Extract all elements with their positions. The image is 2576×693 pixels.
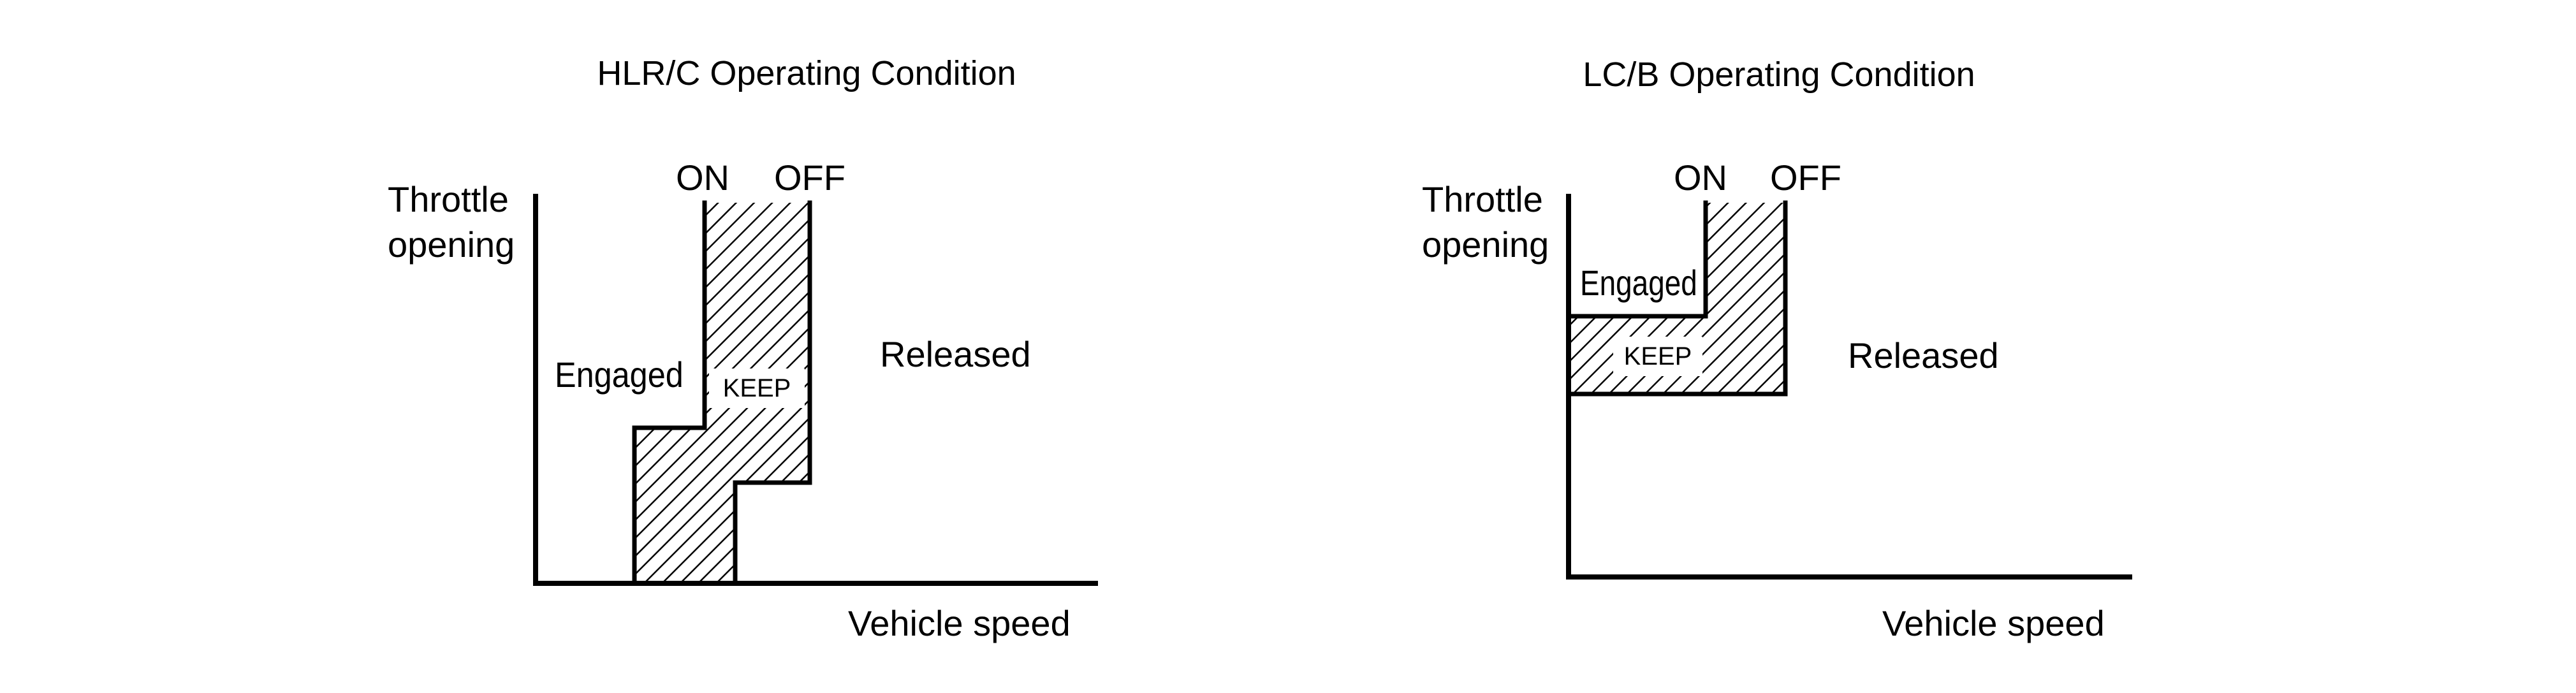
lcb-on-label: ON <box>1674 157 1727 198</box>
hlrc-off-label: OFF <box>774 157 845 198</box>
lcb-x-axis-label: Vehicle speed <box>1882 603 2105 643</box>
hlrc-y-axis-label-line1: Throttle <box>388 179 509 219</box>
lcb-off-boundary <box>1566 200 1788 397</box>
lcb-released-label: Released <box>1848 335 1999 376</box>
hlrc-on-label: ON <box>676 157 729 198</box>
hlrc-keep-label: KEEP <box>723 374 791 402</box>
lcb-engaged-label: Engaged <box>1580 263 1697 303</box>
lcb-keep-label: KEEP <box>1624 342 1692 370</box>
lcb-keep-box <box>1613 337 1702 376</box>
hlrc-keep-box <box>709 368 805 408</box>
lcb-title: LC/B Operating Condition <box>1583 55 1975 94</box>
hlrc-released-label: Released <box>880 334 1031 374</box>
lcb-y-axis-label-line2: opening <box>1422 224 1549 265</box>
hlrc-y-axis-label-line2: opening <box>388 224 515 265</box>
lcb-off-label: OFF <box>1770 157 1841 198</box>
hlrc-title: HLR/C Operating Condition <box>597 54 1016 92</box>
hlrc-on-boundary <box>632 200 707 586</box>
lcb-on-boundary <box>1566 200 1708 319</box>
lcb-axes <box>1566 194 2132 580</box>
lcb-diagram: LC/B Operating Condition Throttle openin… <box>1422 55 2132 643</box>
hlrc-axes <box>533 194 1098 586</box>
hlrc-engaged-label: Engaged <box>555 356 684 395</box>
hlrc-diagram: HLR/C Operating Condition Throttle openi… <box>388 54 1098 643</box>
lcb-y-axis-label-line1: Throttle <box>1422 179 1543 219</box>
hlrc-off-boundary <box>733 200 812 586</box>
hlrc-x-axis-label: Vehicle speed <box>848 603 1071 643</box>
